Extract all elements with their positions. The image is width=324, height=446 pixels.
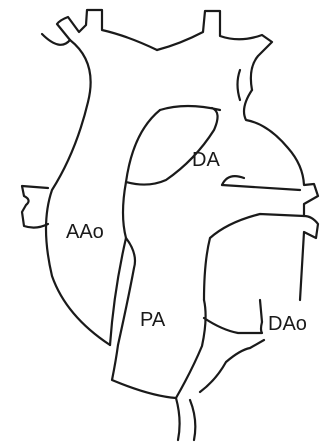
left-vessel-stub (22, 186, 48, 228)
descending-aorta-tube (204, 214, 304, 300)
label-pa: PA (140, 309, 166, 331)
brachiocephalic-branch (57, 10, 157, 50)
dao-lower-wall (260, 300, 262, 322)
label-da: DA (192, 149, 220, 171)
ascending-aorta-outer-wall (46, 40, 110, 345)
ductus-arteriosus (126, 108, 218, 185)
bottom-vessels (176, 340, 264, 440)
label-dao: DAo (268, 313, 307, 335)
label-aao: AAo (66, 221, 104, 243)
pa-dao-connector (204, 318, 262, 333)
da-loop (222, 176, 244, 185)
descending-aorta-left-wall (222, 185, 300, 190)
descending-aorta-upper (244, 90, 318, 300)
left-common-carotid-branch (157, 11, 272, 90)
upper-right-vessel (238, 70, 241, 100)
